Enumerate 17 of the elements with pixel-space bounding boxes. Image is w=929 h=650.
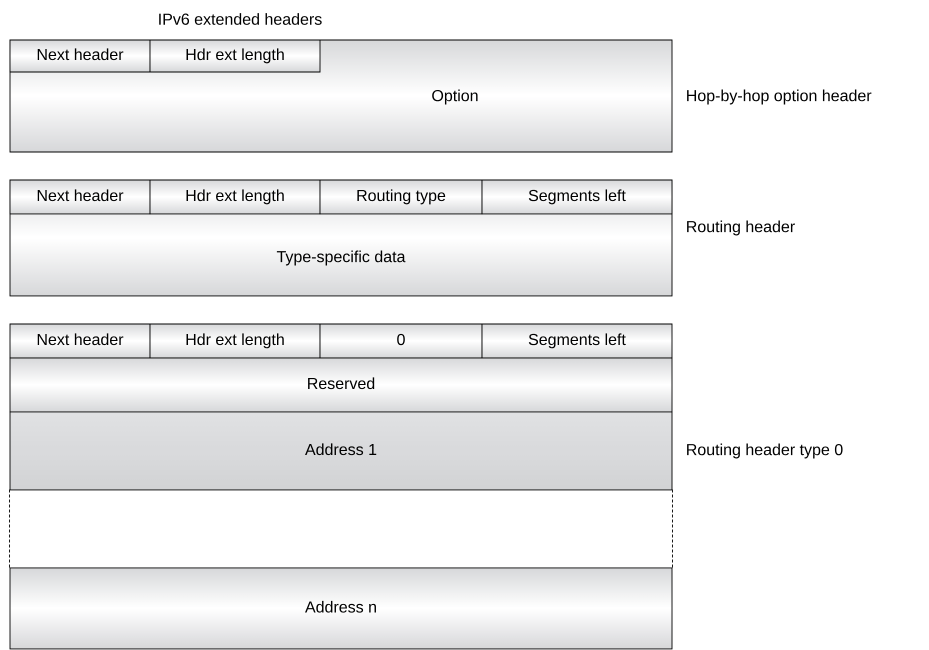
field-box: Hdr ext length xyxy=(150,40,320,72)
side-label: Routing header type 0 xyxy=(687,444,843,458)
field-box: Segments left xyxy=(482,324,672,358)
side-label: Hop-by-hop option header xyxy=(687,90,872,104)
field-box: Hdr ext length xyxy=(150,180,320,214)
field-box: Next header xyxy=(10,180,150,214)
side-label: Routing header xyxy=(687,220,795,236)
field-box: Next header xyxy=(10,40,150,72)
field-box: Segments left xyxy=(482,180,672,214)
field-box: Routing type xyxy=(320,180,482,214)
field-box: Next header xyxy=(10,324,150,358)
field-box: Address n xyxy=(10,568,672,650)
gap-box xyxy=(9,489,673,569)
field-box: 0 xyxy=(320,324,482,358)
field-box: Hdr ext length xyxy=(150,324,320,358)
title: IPv6 extended headers xyxy=(159,13,322,25)
field-box: Address 1 xyxy=(10,412,672,490)
